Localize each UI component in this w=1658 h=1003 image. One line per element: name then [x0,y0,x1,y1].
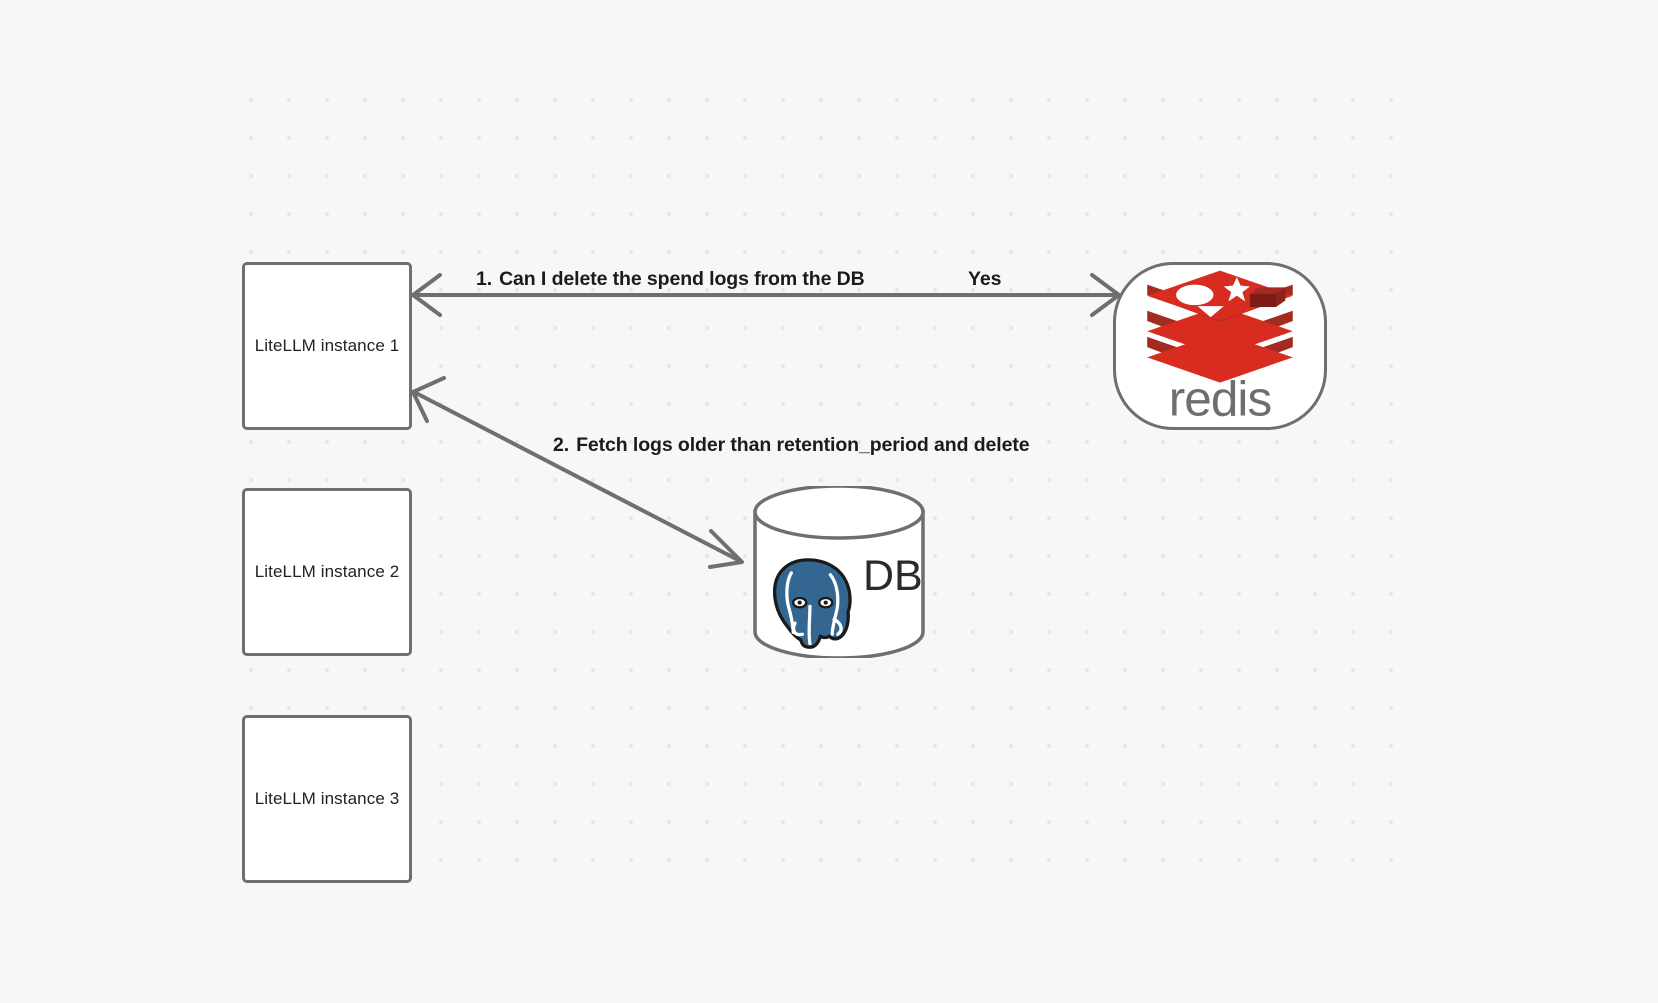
arrowhead-left [411,273,442,317]
edge-label-1-number: 1. [476,268,493,290]
redis-wordmark-text: redis [1169,380,1272,426]
edge-label-2-number: 2. [553,434,570,456]
edge-label-2: 2. Fetch logs older than retention_period… [553,434,1030,457]
edge-litellm1-database [411,376,744,569]
edge-label-1-reply-text: Yes [968,268,1002,290]
edge-label-1-reply: Yes [968,268,1001,291]
node-redis[interactable]: redis [1113,262,1327,430]
postgresql-elephant-icon [770,555,855,652]
node-database[interactable]: DB [745,486,939,658]
database-cylinder-icon: DB [753,486,925,658]
node-litellm-instance-2[interactable]: LiteLLM instance 2 [242,488,412,656]
redis-ellipse-glyph [1176,284,1214,306]
redis-box-glyph [1249,293,1276,307]
redis-logo-icon [1147,270,1293,383]
edge-label-2-text: Fetch logs older than retention_period a… [576,434,1030,456]
redis-star-glyph [1223,277,1250,302]
arrowhead-downright [708,529,744,569]
database-label: DB [863,552,923,600]
node-litellm-instance-1[interactable]: LiteLLM instance 1 [242,262,412,430]
node-litellm-instance-3[interactable]: LiteLLM instance 3 [242,715,412,883]
redis-wordmark: redis [1169,380,1272,426]
node-litellm-instance-1-label: LiteLLM instance 1 [254,336,400,355]
redis-triangle-glyph [1197,306,1224,318]
edge-label-1-text: Can I delete the spend logs from the DB [499,268,865,290]
node-litellm-instance-3-label: LiteLLM instance 3 [254,789,400,808]
edge-label-1: 1. Can I delete the spend logs from the D… [476,268,865,291]
node-litellm-instance-2-label: LiteLLM instance 2 [254,562,400,581]
arrowhead-upleft [411,376,446,423]
